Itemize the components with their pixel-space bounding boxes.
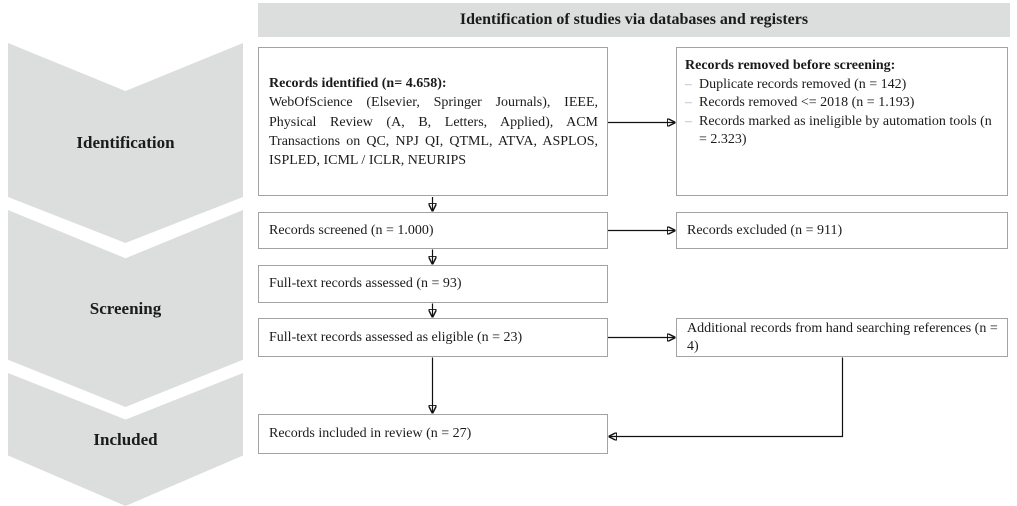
removed-item-duplicates: Duplicate records removed (n = 142)	[699, 76, 907, 92]
fulltext-eligible-text: Full-text records assessed as eligible (…	[269, 329, 523, 345]
list-item: – Records marked as ineligible by automa…	[685, 113, 999, 150]
diagram-title: Identification of studies via databases …	[459, 11, 809, 28]
box-records-screened: Records screened (n = 1.000)	[258, 212, 608, 249]
records-removed-title: Records removed before screening:	[685, 58, 896, 73]
removed-item-automation: Records marked as ineligible by automati…	[699, 113, 992, 148]
box-records-included: Records included in review (n = 27)	[258, 414, 608, 454]
list-item: – Duplicate records removed (n = 142)	[685, 76, 999, 95]
arrow-additional-to-included	[609, 357, 844, 437]
records-screened-text: Records screened (n = 1.000)	[269, 222, 434, 238]
box-additional-records: Additional records from hand searching r…	[676, 318, 1008, 357]
stage-chevron-identification: Identification	[8, 43, 243, 243]
box-records-excluded: Records excluded (n = 911)	[676, 212, 1008, 249]
dash-bullet: –	[685, 113, 692, 129]
removed-item-year: Records removed <= 2018 (n = 1.193)	[699, 95, 915, 111]
box-records-removed: Records removed before screening: – Dupl…	[676, 47, 1008, 196]
box-records-identified: Records identified (n= 4.658): WebOfScie…	[258, 47, 608, 196]
records-identified-sources: WebOfScience (Elsevier, Springer Journal…	[269, 95, 598, 169]
stage-label-screening: Screening	[89, 298, 162, 318]
header-band: Identification of studies via databases …	[258, 3, 1010, 37]
records-included-text: Records included in review (n = 27)	[269, 426, 472, 441]
dash-bullet: –	[685, 95, 692, 111]
dash-bullet: –	[685, 76, 692, 92]
additional-records-text: Additional records from hand searching r…	[687, 321, 998, 354]
records-identified-title: Records identified (n= 4.658):	[269, 76, 447, 91]
box-fulltext-eligible: Full-text records assessed as eligible (…	[258, 318, 608, 357]
fulltext-assessed-text: Full-text records assessed (n = 93)	[269, 276, 462, 291]
stage-label-identification: Identification	[76, 133, 175, 152]
records-excluded-text: Records excluded (n = 911)	[687, 222, 843, 238]
box-fulltext-assessed: Full-text records assessed (n = 93)	[258, 265, 608, 303]
stage-label-included: Included	[93, 429, 158, 449]
list-item: – Records removed <= 2018 (n = 1.193)	[685, 94, 999, 113]
